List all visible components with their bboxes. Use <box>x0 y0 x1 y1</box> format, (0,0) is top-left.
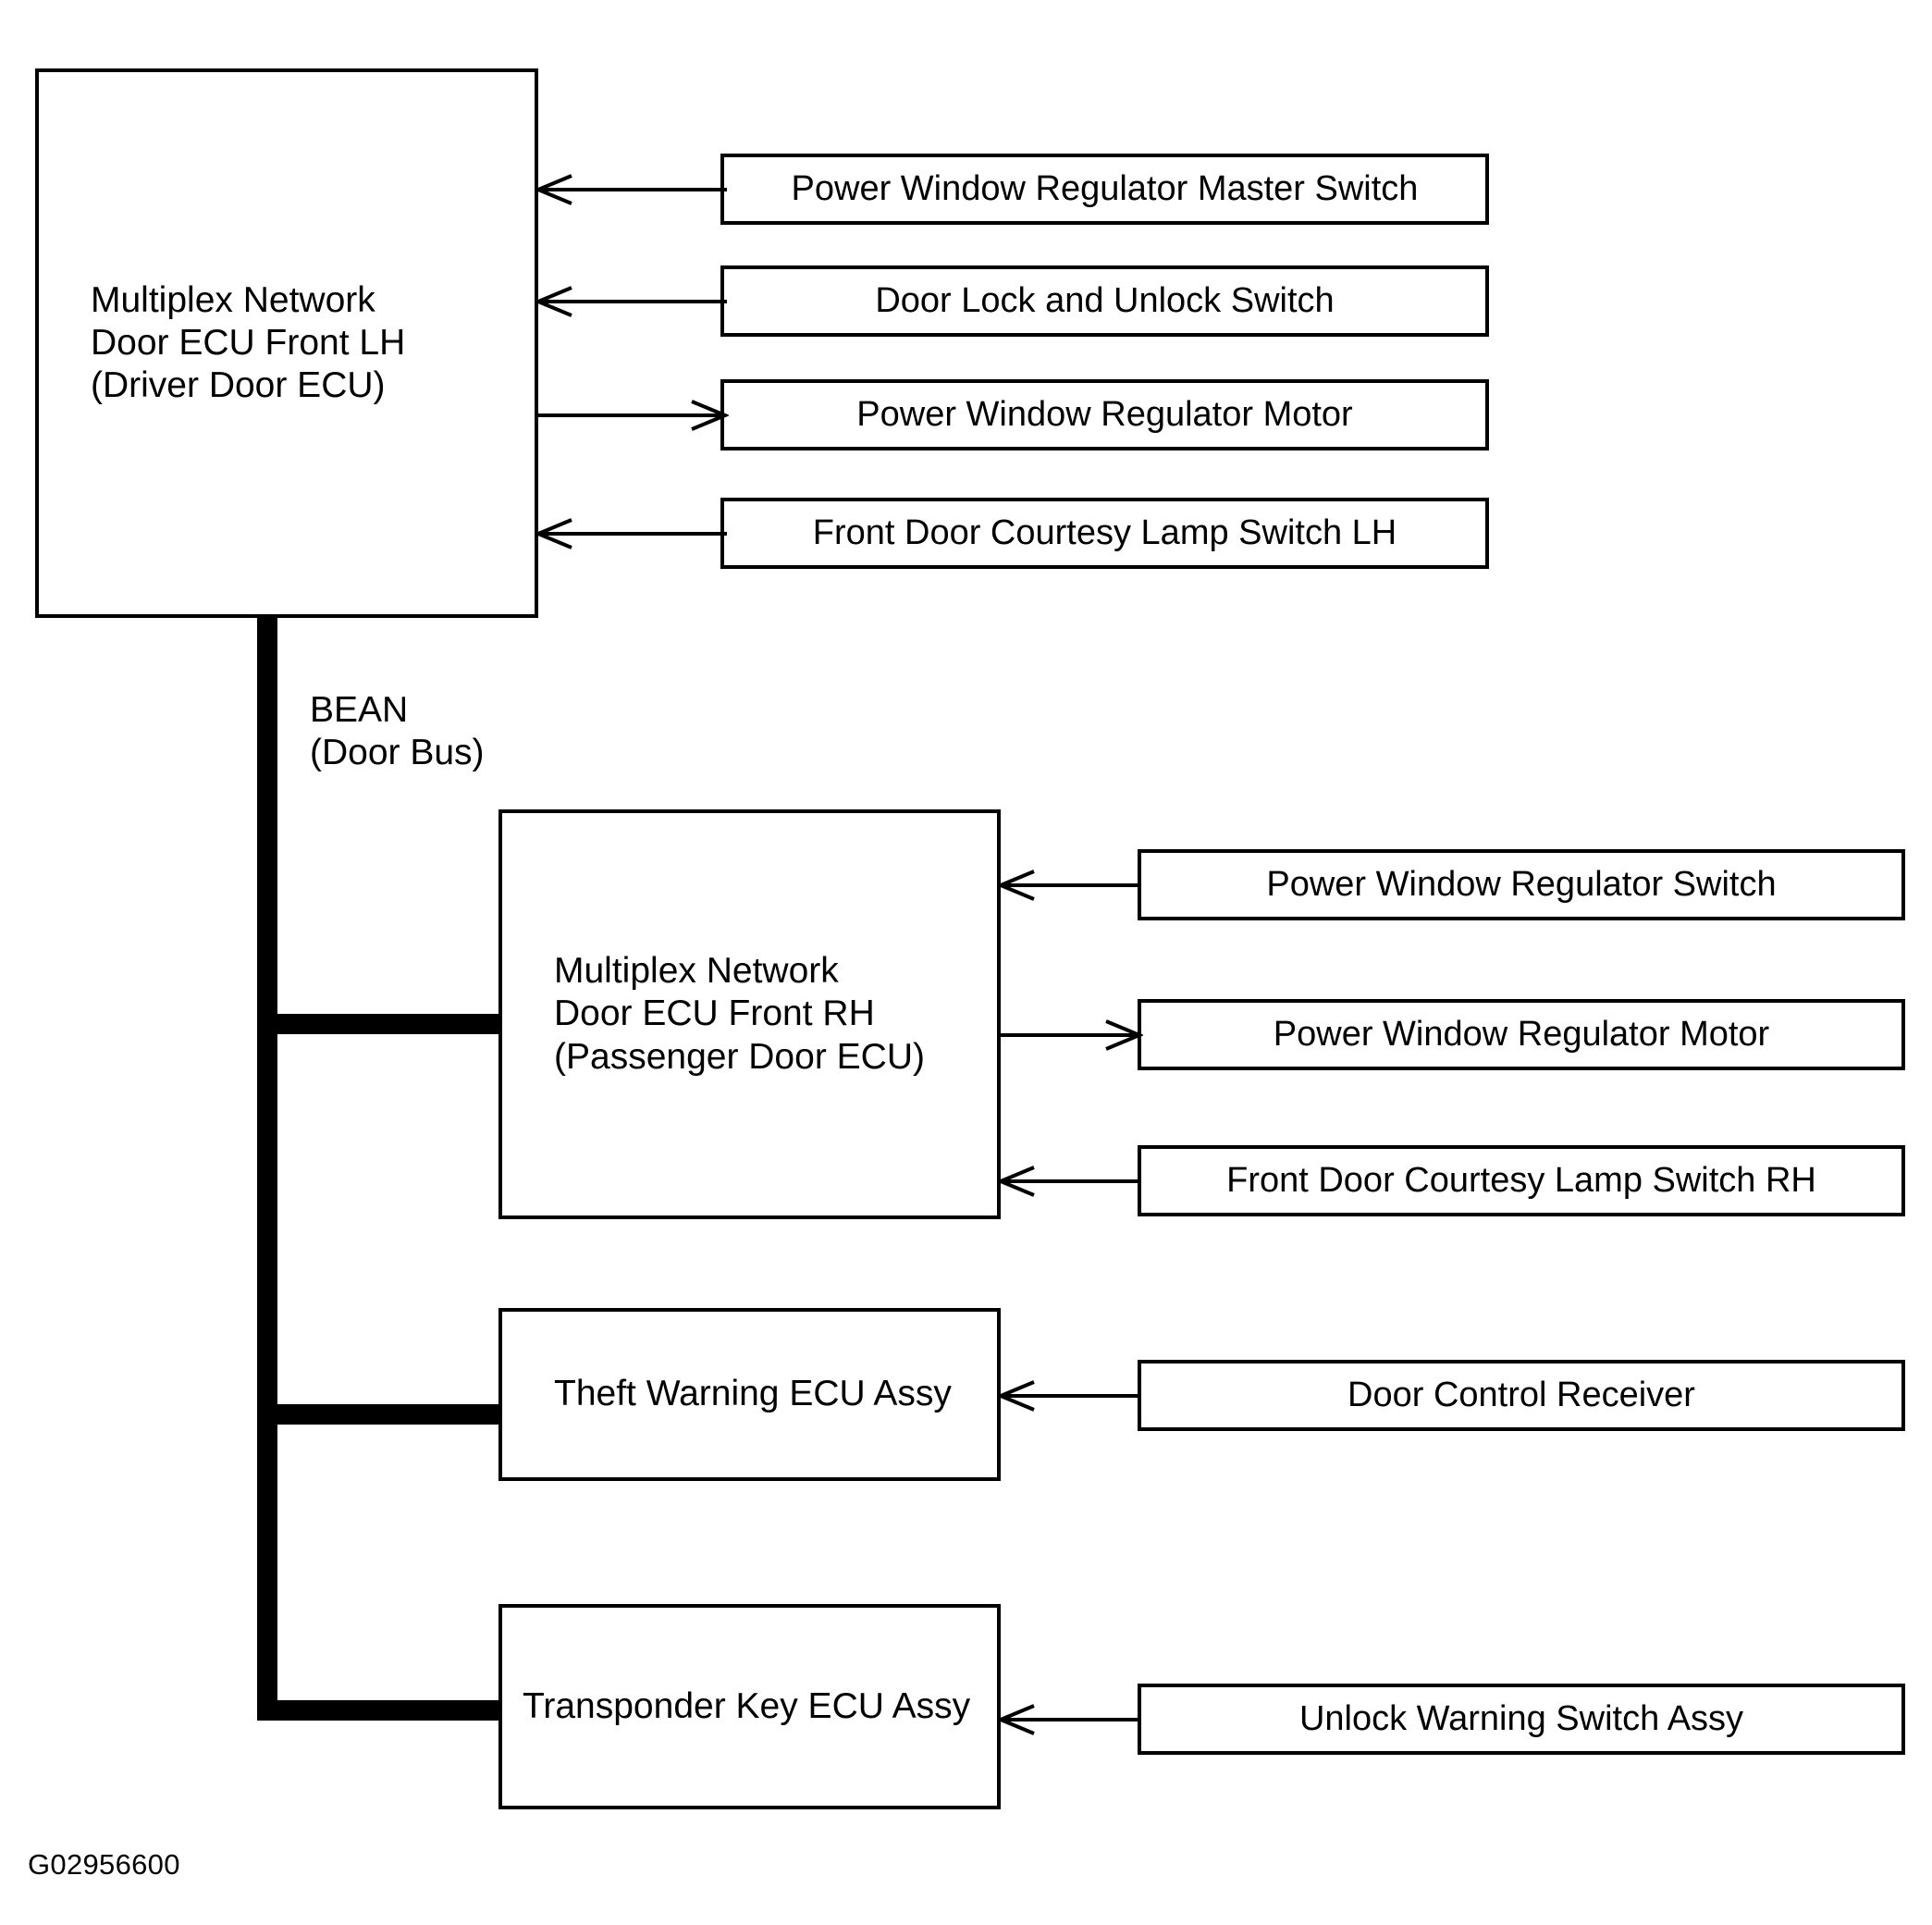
peripheral-label-unlock-warning-switch-assy: Unlock Warning Switch Assy <box>1298 1699 1744 1739</box>
peripheral-box-front-door-courtesy-lamp-switch-lh[interactable]: Front Door Courtesy Lamp Switch LH <box>720 498 1489 569</box>
connector-door-lock-unlock-switch <box>535 286 727 317</box>
bean-bus-branch-theft-warning-ecu <box>257 1404 505 1425</box>
peripheral-label-front-door-courtesy-lamp-switch-rh: Front Door Courtesy Lamp Switch RH <box>1226 1161 1816 1201</box>
peripheral-label-power-window-regulator-motor-rh: Power Window Regulator Motor <box>1273 1015 1770 1055</box>
connector-courtesy-lamp-switch-lh <box>535 518 727 549</box>
ecu-label-transponder-key-ecu-assy: Transponder Key ECU Assy <box>523 1685 971 1726</box>
connector-power-window-motor-rh <box>999 1019 1143 1051</box>
ecu-label-theft-warning-ecu-assy: Theft Warning ECU Assy <box>554 1374 952 1414</box>
peripheral-box-front-door-courtesy-lamp-switch-rh[interactable]: Front Door Courtesy Lamp Switch RH <box>1138 1145 1905 1216</box>
bean-bus-branch-transponder-key-ecu <box>257 1700 505 1721</box>
ecu-box-transponder-key-ecu-assy[interactable]: Transponder Key ECU Assy <box>498 1604 1001 1809</box>
connector-courtesy-lamp-switch-rh <box>997 1166 1141 1197</box>
peripheral-label-power-window-regulator-switch: Power Window Regulator Switch <box>1266 865 1777 905</box>
connector-door-control-receiver <box>997 1380 1141 1412</box>
bean-bus-trunk <box>257 614 277 1721</box>
ecu-label-door-ecu-front-rh: Multiplex Network Door ECU Front RH (Pas… <box>554 951 925 1077</box>
bean-bus-branch-door-ecu-front-rh <box>257 1014 505 1034</box>
connector-unlock-warning-switch-assy <box>997 1704 1141 1735</box>
peripheral-box-power-window-regulator-switch[interactable]: Power Window Regulator Switch <box>1138 849 1905 920</box>
peripheral-label-front-door-courtesy-lamp-switch-lh: Front Door Courtesy Lamp Switch LH <box>812 513 1397 553</box>
peripheral-box-door-control-receiver[interactable]: Door Control Receiver <box>1138 1360 1905 1431</box>
peripheral-label-power-window-regulator-master-switch: Power Window Regulator Master Switch <box>791 169 1419 209</box>
connector-power-window-motor-lh <box>536 400 729 431</box>
ecu-box-theft-warning-ecu-assy[interactable]: Theft Warning ECU Assy <box>498 1308 1001 1481</box>
figure-id-label: G02956600 <box>28 1848 180 1881</box>
bean-bus-label: BEAN (Door Bus) <box>310 690 485 773</box>
connector-master-switch <box>535 174 727 205</box>
peripheral-box-power-window-regulator-motor-rh[interactable]: Power Window Regulator Motor <box>1138 999 1905 1070</box>
peripheral-box-power-window-regulator-motor-lh[interactable]: Power Window Regulator Motor <box>720 379 1489 450</box>
ecu-box-door-ecu-front-rh[interactable]: Multiplex Network Door ECU Front RH (Pas… <box>498 809 1001 1219</box>
peripheral-box-power-window-regulator-master-switch[interactable]: Power Window Regulator Master Switch <box>720 154 1489 225</box>
peripheral-label-door-lock-and-unlock-switch: Door Lock and Unlock Switch <box>875 281 1335 321</box>
connector-power-window-regulator-switch <box>997 870 1141 901</box>
peripheral-label-door-control-receiver: Door Control Receiver <box>1347 1376 1695 1415</box>
peripheral-box-unlock-warning-switch-assy[interactable]: Unlock Warning Switch Assy <box>1138 1684 1905 1755</box>
ecu-label-door-ecu-front-lh: Multiplex Network Door ECU Front LH (Dri… <box>91 279 406 405</box>
peripheral-label-power-window-regulator-motor-lh: Power Window Regulator Motor <box>856 395 1353 435</box>
peripheral-box-door-lock-and-unlock-switch[interactable]: Door Lock and Unlock Switch <box>720 265 1489 337</box>
ecu-box-door-ecu-front-lh[interactable]: Multiplex Network Door ECU Front LH (Dri… <box>35 68 538 618</box>
